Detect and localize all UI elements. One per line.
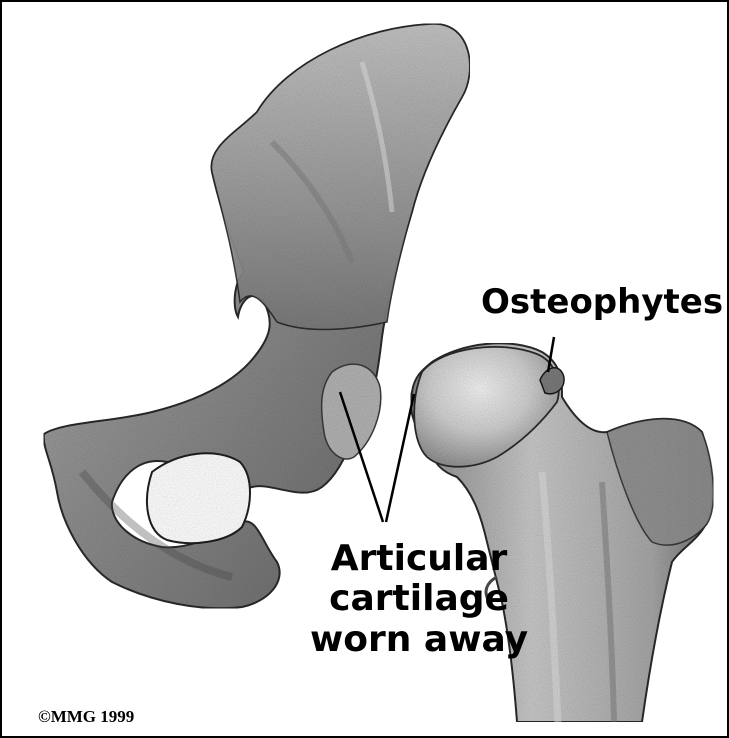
femur-bone	[411, 343, 714, 722]
articular-label-line-1: Articular	[310, 539, 528, 579]
articular-label-line-2: cartilage	[310, 579, 528, 619]
articular-cartilage-label: Articular cartilage worn away	[310, 539, 528, 660]
pelvis-bone	[44, 24, 470, 608]
osteophytes-label: Osteophytes	[481, 284, 723, 321]
copyright-notice: ©MMG 1999	[38, 707, 134, 727]
articular-label-line-3: worn away	[310, 620, 528, 660]
pointer-line-head	[386, 394, 414, 522]
